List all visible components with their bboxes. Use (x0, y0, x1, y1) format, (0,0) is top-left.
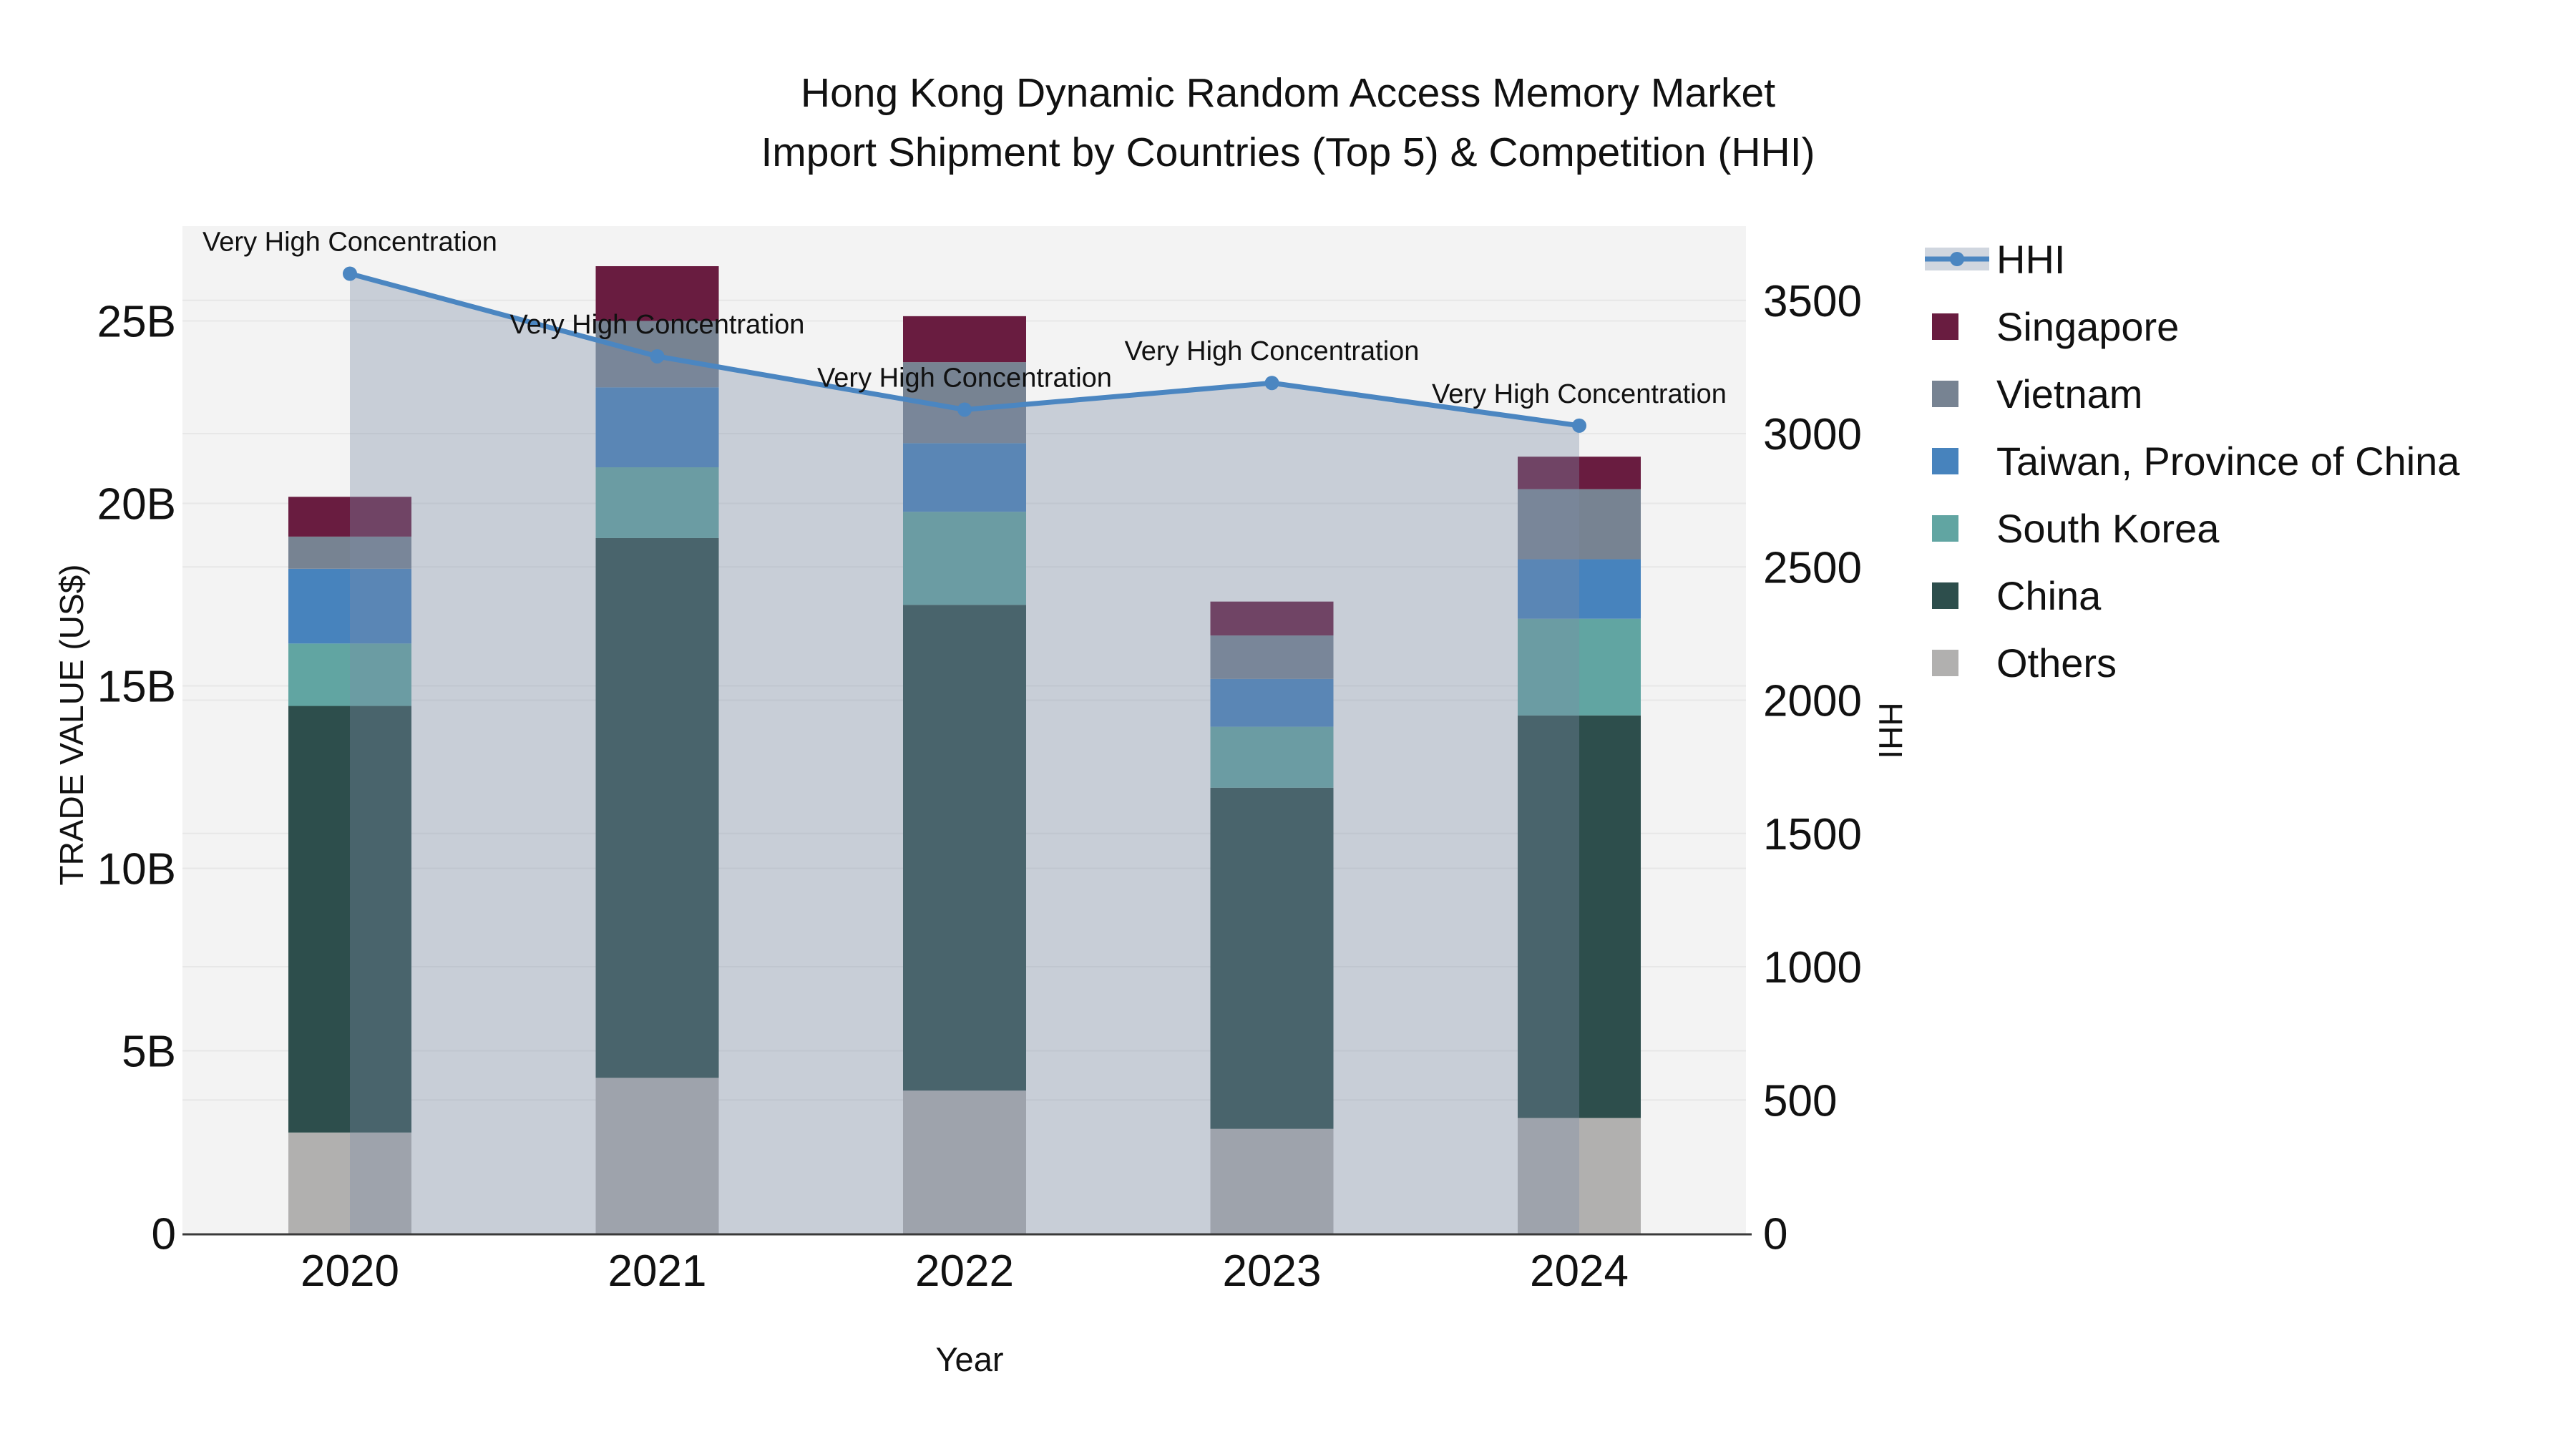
y-left-tick-5B: 5B (122, 1028, 176, 1077)
bar-segment-others-2021[interactable] (595, 1078, 719, 1234)
bar-segment-south-korea-2021[interactable] (595, 467, 719, 538)
y-left-tick-25B: 25B (97, 298, 176, 347)
bar-segment-others-2020[interactable] (288, 1132, 411, 1234)
bar-segment-china-2021[interactable] (595, 537, 719, 1078)
y-right-tick-1500: 1500 (1763, 810, 1862, 859)
y-left-tick-20B: 20B (97, 480, 176, 530)
bar-segment-china-2022[interactable] (903, 605, 1026, 1091)
chart-title-line2: Import Shipment by Countries (Top 5) & C… (761, 130, 1815, 175)
hhi-point-2021[interactable] (650, 348, 665, 364)
bar-segment-vietnam-2024[interactable] (1518, 489, 1641, 560)
y-right-tick-2500: 2500 (1763, 543, 1862, 592)
legend-label: China (1996, 572, 2102, 618)
hhi-point-2024[interactable] (1572, 418, 1586, 433)
bar-segment-singapore-2022[interactable] (903, 316, 1026, 363)
x-tick-2021: 2021 (608, 1246, 707, 1296)
legend-swatch-icon (1925, 574, 1989, 617)
bar-segment-china-2020[interactable] (288, 706, 411, 1133)
legend-swatch-icon (1925, 372, 1989, 415)
bar-segment-china-2024[interactable] (1518, 715, 1641, 1118)
bar-segment-singapore-2021[interactable] (595, 266, 719, 321)
legend-item-hhi[interactable]: HHI (1925, 225, 2459, 293)
y-axis-title-left: TRADE VALUE (US$) (53, 564, 90, 886)
bar-segment-south-korea-2023[interactable] (1210, 726, 1334, 788)
legend-swatch-icon (1925, 641, 1989, 684)
y-right-tick-0: 0 (1763, 1210, 1787, 1259)
legend-swatch-singapore (1932, 313, 1958, 340)
bar-segment-others-2024[interactable] (1518, 1118, 1641, 1234)
y-right-tick-2000: 2000 (1763, 677, 1862, 726)
hhi-point-2022[interactable] (957, 402, 972, 417)
legend-swatch-icon (1925, 507, 1989, 550)
annotation-2022: Very High Concentration (817, 363, 1112, 393)
y-right-tick-3500: 3500 (1763, 277, 1862, 326)
bar-segment-china-2023[interactable] (1210, 787, 1334, 1129)
legend-item-taiwan-province-of-china[interactable]: Taiwan, Province of China (1925, 427, 2459, 494)
y-left-tick-10B: 10B (97, 845, 176, 894)
legend-label: HHI (1996, 236, 2066, 282)
bar-segment-taiwan-province-of-china-2020[interactable] (288, 568, 411, 644)
hhi-area-fill (350, 273, 1579, 1234)
legend-label: Vietnam (1996, 371, 2143, 416)
legend-label: Singapore (1996, 303, 2180, 349)
legend-item-south-korea[interactable]: South Korea (1925, 494, 2459, 562)
legend-item-china[interactable]: China (1925, 562, 2459, 629)
legend-swatch-taiwan-province-of-china (1932, 448, 1958, 474)
legend-swatch-icon (1925, 439, 1989, 482)
y-left-tick-0: 0 (152, 1210, 176, 1259)
x-tick-2022: 2022 (915, 1246, 1014, 1296)
hhi-line-legend-icon (1925, 238, 1989, 280)
legend-item-vietnam[interactable]: Vietnam (1925, 360, 2459, 427)
y-axis-title-right: HHI (1872, 702, 1909, 759)
y-right-tick-500: 500 (1763, 1076, 1837, 1126)
bar-segment-singapore-2023[interactable] (1210, 601, 1334, 636)
x-tick-2024: 2024 (1530, 1246, 1629, 1296)
y-right-tick-1000: 1000 (1763, 943, 1862, 992)
x-tick-2023: 2023 (1223, 1246, 1322, 1296)
bar-segment-others-2023[interactable] (1210, 1128, 1334, 1234)
legend-label: Others (1996, 640, 2117, 686)
bar-segment-taiwan-province-of-china-2024[interactable] (1518, 559, 1641, 619)
x-axis-title: Year (935, 1340, 1004, 1378)
x-axis-title-wrap: Year (826, 1340, 1113, 1379)
annotation-2024: Very High Concentration (1432, 379, 1727, 409)
annotation-2021: Very High Concentration (510, 310, 805, 340)
bar-segment-south-korea-2020[interactable] (288, 643, 411, 706)
bar-segment-singapore-2020[interactable] (288, 497, 411, 537)
legend-label: Taiwan, Province of China (1996, 438, 2460, 484)
legend-swatch-icon (1925, 305, 1989, 348)
bar-segment-taiwan-province-of-china-2022[interactable] (903, 443, 1026, 512)
x-tick-2020: 2020 (301, 1246, 399, 1296)
bar-segment-vietnam-2020[interactable] (288, 536, 411, 569)
legend-swatch-vietnam (1932, 381, 1958, 407)
hhi-point-2020[interactable] (343, 266, 357, 281)
bar-segment-south-korea-2024[interactable] (1518, 618, 1641, 716)
legend-item-others[interactable]: Others (1925, 629, 2459, 696)
bar-segment-others-2022[interactable] (903, 1091, 1026, 1234)
bar-segment-taiwan-province-of-china-2023[interactable] (1210, 678, 1334, 727)
hhi-point-2023[interactable] (1264, 376, 1279, 391)
bar-segment-singapore-2024[interactable] (1518, 457, 1641, 489)
bar-segment-vietnam-2023[interactable] (1210, 635, 1334, 679)
chart-title-line1: Hong Kong Dynamic Random Access Memory M… (800, 70, 1776, 116)
y-left-tick-15B: 15B (97, 663, 176, 712)
annotation-2023: Very High Concentration (1125, 336, 1420, 366)
annotation-2020: Very High Concentration (203, 228, 497, 258)
legend-label: South Korea (1996, 505, 2220, 551)
legend-swatch-south-korea (1932, 515, 1958, 542)
bar-segment-south-korea-2022[interactable] (903, 512, 1026, 605)
bar-segment-taiwan-province-of-china-2021[interactable] (595, 387, 719, 468)
legend-swatch-china (1932, 582, 1958, 609)
legend-swatch-others (1932, 650, 1958, 676)
y-right-tick-3000: 3000 (1763, 410, 1862, 459)
legend-item-singapore[interactable]: Singapore (1925, 293, 2459, 360)
